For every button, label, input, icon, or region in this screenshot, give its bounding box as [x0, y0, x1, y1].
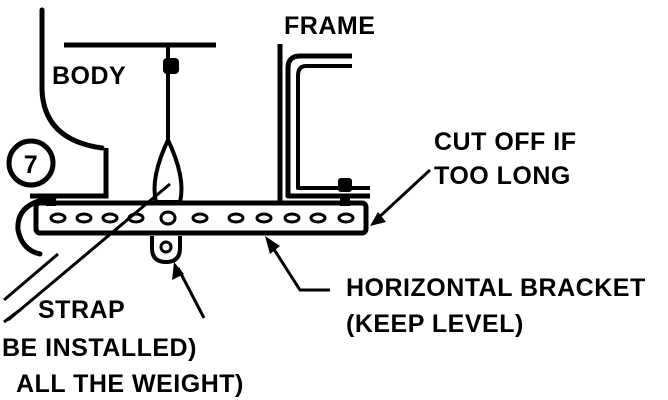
frame-channel: [285, 53, 370, 199]
strap-label-tick: [3, 308, 21, 324]
bracket-arrowhead: [265, 236, 280, 254]
strap-leader-line: [7, 182, 171, 322]
frame-channel-inner: [296, 64, 370, 190]
frame-bolt: [338, 178, 352, 192]
strap-label: STRAP: [38, 296, 125, 324]
callout-number: 7: [24, 151, 38, 179]
callout-circle: [6, 138, 56, 188]
bracket-leader: [266, 239, 330, 292]
lower-eye-bolt: [150, 236, 182, 265]
strap-top-bolt: [163, 58, 179, 74]
cut-off-label-line2: TOO LONG: [434, 162, 571, 190]
bracket-stud-right: [340, 198, 350, 206]
body-outline: [39, 7, 105, 151]
cut-off-leader: [374, 168, 432, 222]
all-the-weight-label: ALL THE WEIGHT): [16, 370, 244, 398]
cut-off-label-line1: CUT OFF IF: [434, 128, 576, 156]
horizontal-bracket-label-line2: (KEEP LEVEL): [346, 310, 524, 338]
hook-leader-line: [3, 252, 59, 302]
be-installed-label: BE INSTALLED): [2, 334, 197, 362]
cut-off-arrowhead: [370, 212, 386, 226]
body-label: BODY: [52, 62, 126, 90]
eye-bolt-arrowhead: [172, 262, 184, 280]
eye-bolt-leader: [176, 267, 206, 319]
horizontal-bracket-bar: [33, 200, 369, 236]
frame-label: FRAME: [284, 12, 375, 40]
horizontal-bracket-label-line1: HORIZONTAL BRACKET: [346, 274, 646, 302]
bracket-stud-left: [46, 198, 56, 206]
